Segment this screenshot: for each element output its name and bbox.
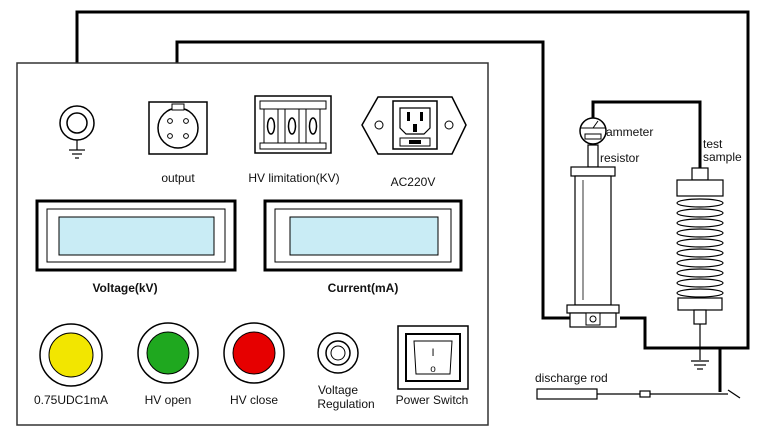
current-display-screen [289, 216, 439, 256]
hv-limitation-switch[interactable] [254, 95, 332, 154]
voltage-regulation-label-line2: Regulation [317, 397, 374, 411]
voltage-display-label: Voltage(kV) [92, 281, 157, 295]
ammeter-wire [591, 100, 702, 170]
indicator-075-button[interactable] [39, 323, 103, 387]
power-switch[interactable] [397, 325, 469, 390]
power-switch-on-mark: I [431, 347, 434, 359]
resistor [566, 144, 620, 328]
current-display-label: Current(mA) [328, 281, 399, 295]
voltage-regulation-knob[interactable] [317, 332, 359, 374]
ground-terminal[interactable] [59, 105, 95, 150]
discharge-rod-label: discharge rod [535, 371, 608, 385]
hv-close-button[interactable] [223, 322, 285, 384]
voltage-display-screen [58, 216, 215, 256]
ground-icon [69, 149, 85, 159]
sample-ground-icon [691, 360, 709, 370]
resistor-label: resistor [600, 151, 639, 165]
hv-close-label: HV close [230, 393, 278, 407]
test-sample [676, 167, 724, 360]
voltage-display [35, 199, 237, 272]
ammeter-icon [579, 117, 607, 145]
power-switch-label: Power Switch [396, 393, 469, 407]
hv-open-button[interactable] [137, 322, 199, 384]
voltage-regulation-label-line1: Voltage [318, 383, 358, 397]
output-wire [175, 40, 575, 320]
test-sample-label-line2: sample [703, 150, 742, 164]
wiring [75, 10, 750, 392]
test-sample-label-line1: test [703, 137, 723, 151]
current-display [263, 199, 463, 272]
base-wire [620, 316, 700, 350]
power-switch-off-mark: o [430, 364, 436, 375]
hv-limitation-label: HV limitation(KV) [248, 171, 339, 185]
indicator-075-label: 0.75UDC1mA [34, 393, 108, 407]
ac220v-socket[interactable] [361, 96, 467, 155]
ammeter-label: ammeter [606, 125, 653, 139]
output-label: output [161, 171, 195, 185]
ac220v-label: AC220V [391, 175, 436, 189]
discharge-rod[interactable] [536, 388, 741, 400]
hv-open-label: HV open [145, 393, 192, 407]
output-connector[interactable] [148, 101, 208, 155]
ground-wire [75, 10, 750, 350]
